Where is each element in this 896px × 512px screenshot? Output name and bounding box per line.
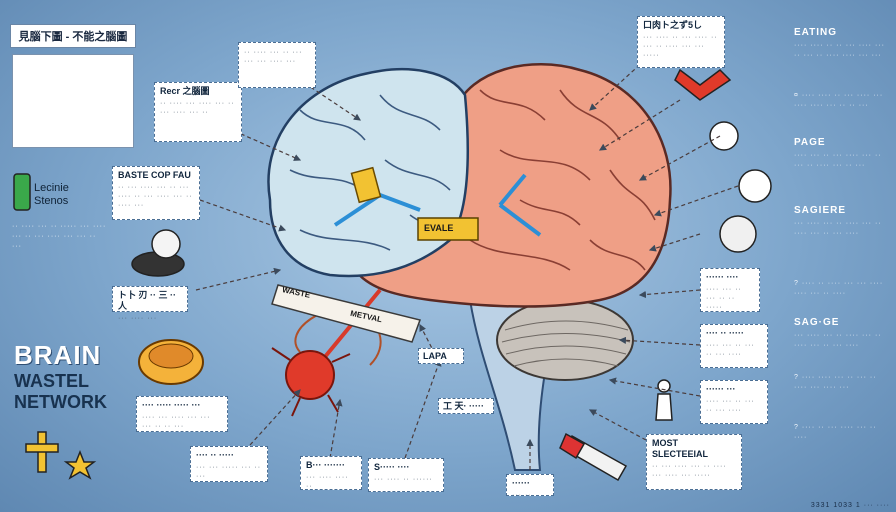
label-bottom-1: ···· ·· ····· ··· ··· ····· ··· ·· ···	[190, 446, 268, 482]
label-left-mid: ト卜 刃 ·· 三 ·· 人 ··· ···· ···	[112, 286, 188, 322]
main-title: BRAIN WASTEL NETWORK	[14, 340, 107, 413]
label-body: ··· ···· ·· ··· ···· ·· ··· ·· ···· ··· …	[643, 34, 718, 59]
label-body: ···· ··· ·· ··· ·· ··· ····	[706, 342, 755, 358]
right-block-sagge: SAG·GE ··· ···· ··· ·· ···· ··· ·· ···· …	[794, 318, 890, 351]
label-left-bottom: ···· ····· ····· ··· ···· ··· ···· ··· ·…	[136, 396, 228, 432]
label-bottom-center: ······ ··· ··	[506, 474, 554, 499]
right-text: ? ···· ·· ···· ··· ··· ···· ···· ··· ·· …	[794, 280, 884, 297]
label-title: BASTE COP FAU	[118, 170, 191, 180]
right-text: ···· ··· ·· ··· ···· ··· ·· ··· ·· ···· …	[794, 152, 882, 169]
right-text: ? ···· ···· ··· ·· ··· ·· ···· ··· ···· …	[794, 374, 877, 391]
label-title: ······ ····	[706, 272, 739, 282]
right-heading: SAG·GE	[794, 317, 840, 328]
main-title-line-3: NETWORK	[14, 392, 107, 412]
label-title: ······	[512, 478, 530, 488]
brand-line-1: Lecinie	[34, 182, 69, 194]
label-title: ···· ····· ····· ···	[142, 400, 201, 410]
right-text: ? ···· ·· ··· ···· ··· ·· ····	[794, 424, 877, 441]
label-right-1: ······ ···· ···· ··· ·· ··· ·· ·· ·····	[700, 268, 760, 312]
right-block-8: ? ···· ·· ··· ···· ··· ·· ····	[794, 420, 890, 443]
right-heading: SAGIERE	[794, 205, 847, 216]
center-sign-bg	[417, 217, 479, 241]
label-body: ··· ··	[512, 492, 532, 499]
right-text: ¤ ···· ···· ·· ··· ···· ··· ···· ···· ··…	[794, 92, 884, 109]
label-body: ·· ··· ···· ··· ·· ··· ···· ·· ··· ···· …	[118, 184, 193, 209]
label-body: ···· ··· ·· ··· ·· ··· ····	[706, 398, 755, 414]
label-title: 口肉ト之ず5し	[643, 20, 703, 30]
label-body: ·· ··· ···· ··· ·· ···· ··· ···· ··· ···…	[652, 463, 727, 479]
label-body: ··· ···· ···· ··	[306, 474, 349, 490]
label-body: ··· ···· ·· ······	[374, 476, 433, 483]
label-baste: BASTE COP FAU ·· ··· ···· ··· ·· ··· ···…	[112, 166, 200, 220]
left-column-text: ·· ···· ··· ·· ····· ··· ···· ··· ·· ···…	[12, 223, 107, 250]
label-body: ···· ··· ·· ··· ·· ·· ·····	[706, 286, 742, 311]
label-top-center: ·· ···· ··· ·· ··· ··· ··· ···· ···	[238, 42, 316, 88]
right-text: ··· ···· ··· ·· ···· ··· ·· ···· ··· ·· …	[794, 220, 882, 237]
label-title: LAPA	[423, 351, 447, 361]
right-heading: PAGE	[794, 137, 826, 148]
right-block-page: PAGE ···· ··· ·· ··· ···· ··· ·· ··· ·· …	[794, 138, 890, 171]
label-right-3: ······ ··· ···· ··· ·· ··· ·· ··· ····	[700, 380, 768, 424]
label-title: ······ ···	[706, 384, 736, 394]
right-block-2: ¤ ···· ···· ·· ··· ···· ··· ···· ···· ··…	[794, 88, 890, 111]
label-title: Recr 之腦圖	[160, 86, 210, 96]
label-title: ···· ·· ·····	[706, 328, 744, 338]
right-heading: EATING	[794, 27, 838, 38]
header-title: 見腦下圖 - 不能之腦圖	[10, 24, 136, 48]
brand-badge: Lecinie Stenos	[12, 176, 108, 216]
label-body: ···· ··· ···· ··· ··· ··· ·· ·· ···	[142, 414, 211, 430]
right-text: ···· ···· ·· ·· ··· ···· ··· ·· ··· ·· ·…	[794, 42, 885, 59]
label-body: ··· ···· ···	[118, 315, 158, 322]
label-body: ·· ···· ··· ···· ··· ·· ··· ···· ··· ··	[160, 100, 235, 116]
pictogram-icons	[13, 68, 772, 482]
right-block-sagiere: SAGIERE ··· ···· ··· ·· ···· ··· ·· ····…	[794, 206, 890, 239]
label-bottom-3: S····· ···· ··· ···· ·· ······	[368, 458, 444, 492]
label-lapa: LAPA	[418, 348, 464, 364]
right-block-5: ? ···· ·· ···· ··· ··· ···· ···· ··· ·· …	[794, 276, 890, 299]
label-body: ·· ···· ··· ·· ··· ··· ··· ···· ···	[244, 49, 303, 65]
label-title: B··· ·······	[306, 460, 345, 470]
label-body: ··· ··· ····· ··· ·· ···	[196, 464, 262, 480]
label-right-2: ···· ·· ····· ···· ··· ·· ··· ·· ··· ···…	[700, 324, 768, 368]
right-block-7: ? ···· ···· ··· ·· ··· ·· ···· ··· ···· …	[794, 370, 890, 393]
label-title: 工 天· ·····	[443, 401, 484, 411]
cerebellum	[496, 299, 634, 381]
label-bottom-2: B··· ······· ··· ···· ···· ··	[300, 456, 362, 490]
waste-ribbon	[271, 284, 421, 343]
right-block-eating: EATING ···· ···· ·· ·· ··· ···· ··· ·· ·…	[794, 28, 890, 61]
label-top-right: 口肉ト之ず5し ··· ···· ·· ··· ···· ·· ··· ·· ·…	[637, 16, 725, 68]
label-recr: Recr 之腦圖 ·· ···· ··· ···· ··· ·· ··· ···…	[154, 82, 242, 142]
footer-text: 3331 1033 1 ··· ····	[810, 502, 890, 509]
label-most: MOST SLECTEEIAL ·· ··· ···· ··· ·· ···· …	[646, 434, 742, 490]
brand-line-2: Stenos	[34, 195, 69, 207]
main-title-line-1: BRAIN	[14, 340, 102, 370]
main-title-line-2: WASTEL	[14, 371, 89, 391]
label-title: S····· ····	[374, 462, 410, 472]
neuron-body	[285, 350, 335, 400]
yellow-marker	[350, 166, 382, 204]
label-title: MOST SLECTEEIAL	[652, 438, 709, 459]
center-sign: EVALE	[424, 223, 454, 233]
brain-thumbnail	[12, 54, 134, 148]
label-title: ···· ·· ·····	[196, 450, 234, 460]
label-title: ト卜 刃 ·· 三 ·· 人	[118, 290, 176, 311]
right-text: ··· ···· ··· ·· ···· ··· ·· ···· ··· ·· …	[794, 332, 882, 349]
label-mid-small: 工 天· ·····	[438, 398, 494, 414]
